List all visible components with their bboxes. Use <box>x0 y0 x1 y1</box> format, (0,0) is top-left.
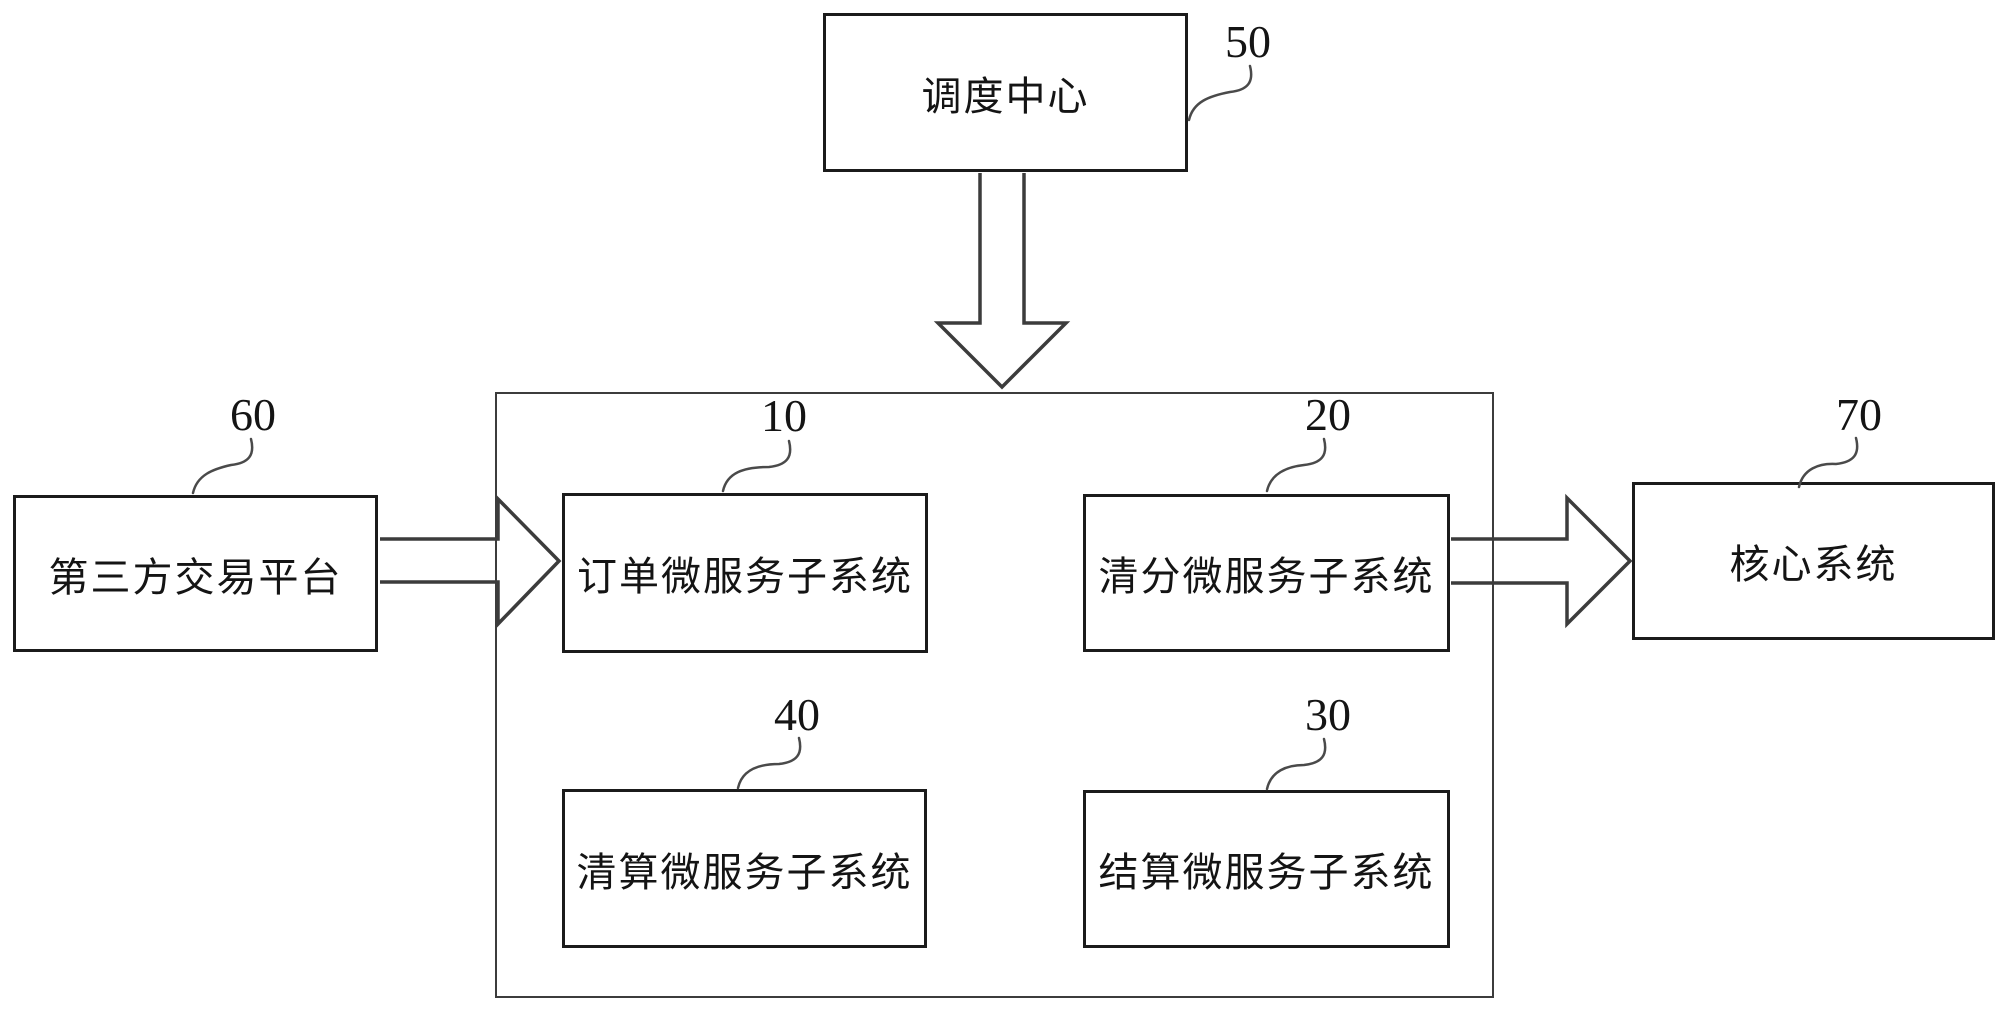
node-settlement-microservice: 结算微服务子系统 <box>1083 790 1450 948</box>
ref-label-30: 30 <box>1305 689 1351 740</box>
node-clearing-microservice-label: 清分微服务子系统 <box>1098 554 1435 599</box>
node-dispatch-center-label: 调度中心 <box>921 73 1090 119</box>
node-core-system: 核心系统 <box>1632 482 1995 640</box>
node-dispatch-center: 调度中心 <box>823 13 1188 172</box>
leader-line-60 <box>191 437 254 495</box>
node-third-party-platform-label: 第三方交易平台 <box>48 554 343 600</box>
ref-label-60: 60 <box>230 389 276 440</box>
node-third-party-platform: 第三方交易平台 <box>13 495 378 652</box>
leader-line-50 <box>1187 64 1253 122</box>
node-settlement-microservice-label: 结算微服务子系统 <box>1098 850 1435 895</box>
node-liquidation-microservice-label: 清算微服务子系统 <box>576 849 913 895</box>
block-arrow-dispatch-to-container <box>933 173 1071 390</box>
ref-label-10: 10 <box>761 390 807 441</box>
node-clearing-microservice: 清分微服务子系统 <box>1083 494 1450 652</box>
node-order-microservice: 订单微服务子系统 <box>562 493 928 653</box>
node-core-system-label: 核心系统 <box>1729 542 1898 587</box>
ref-label-70: 70 <box>1836 389 1882 440</box>
microservice-container-box <box>495 392 1494 998</box>
node-order-microservice-label: 订单微服务子系统 <box>577 554 913 599</box>
ref-label-50: 50 <box>1225 16 1271 67</box>
ref-label-20: 20 <box>1305 389 1351 440</box>
leader-line-70 <box>1797 436 1859 489</box>
ref-label-40: 40 <box>774 689 820 740</box>
node-liquidation-microservice: 清算微服务子系统 <box>562 789 927 948</box>
